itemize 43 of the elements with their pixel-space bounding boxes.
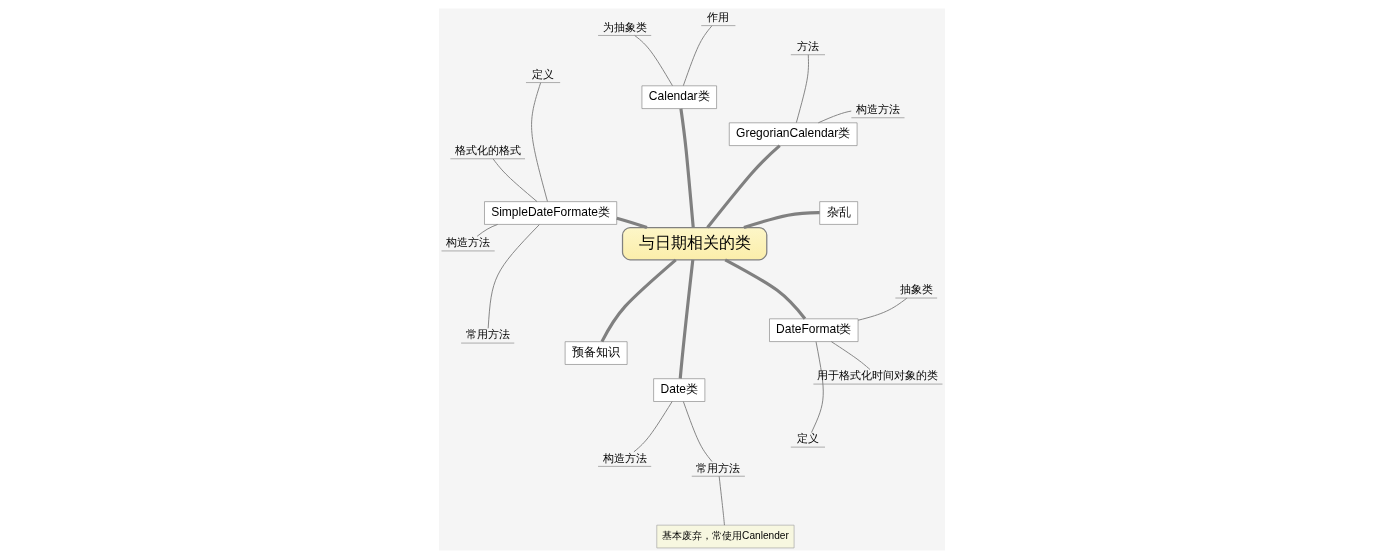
- node-text: 定义: [796, 432, 819, 445]
- node-text: 定义: [531, 67, 554, 80]
- connector: [857, 297, 907, 321]
- node-text: 作用: [706, 10, 729, 23]
- node-box: 杂乱: [818, 201, 858, 225]
- connector: [678, 108, 695, 228]
- connector: [817, 110, 852, 124]
- node-box: GregorianCalendar类: [728, 122, 857, 146]
- connector: [795, 54, 809, 124]
- connector: [615, 216, 647, 229]
- node-text: 格式化的格式: [454, 144, 521, 157]
- node-box: 预备知识: [564, 341, 627, 365]
- connector: [705, 144, 781, 229]
- connector: [682, 25, 712, 87]
- connector: [810, 341, 824, 434]
- connector: [492, 158, 538, 203]
- node-text: 为抽象类: [602, 20, 647, 33]
- connector: [682, 401, 712, 462]
- node-box: 与日期相关的类: [621, 226, 767, 261]
- connector: [830, 341, 870, 370]
- node-text: 构造方法: [855, 103, 900, 116]
- connector: [530, 82, 548, 202]
- connector: [487, 224, 540, 329]
- node-text: 方法: [796, 40, 819, 53]
- node-text: 常用方法: [465, 328, 510, 341]
- connector: [723, 258, 806, 320]
- node-text: 常用方法: [695, 461, 740, 474]
- connector: [718, 475, 725, 526]
- connector: [476, 223, 498, 237]
- connector: [678, 259, 694, 379]
- node-box: Calendar类: [641, 85, 717, 109]
- node-box: 基本废弃，常使用Canlender: [655, 524, 794, 549]
- node-text: 抽象类: [899, 283, 933, 296]
- connector: [632, 401, 673, 453]
- connector: [742, 211, 820, 229]
- connector: [600, 258, 677, 343]
- node-text: 用于格式化时间对象的类: [816, 369, 938, 382]
- node-box: Date类: [652, 378, 705, 402]
- node-text: 构造方法: [445, 236, 490, 249]
- connector: [633, 35, 673, 87]
- node-text: 构造方法: [602, 451, 647, 464]
- node-box: SimpleDateFormate类: [483, 201, 617, 225]
- node-box: DateFormat类: [768, 318, 858, 342]
